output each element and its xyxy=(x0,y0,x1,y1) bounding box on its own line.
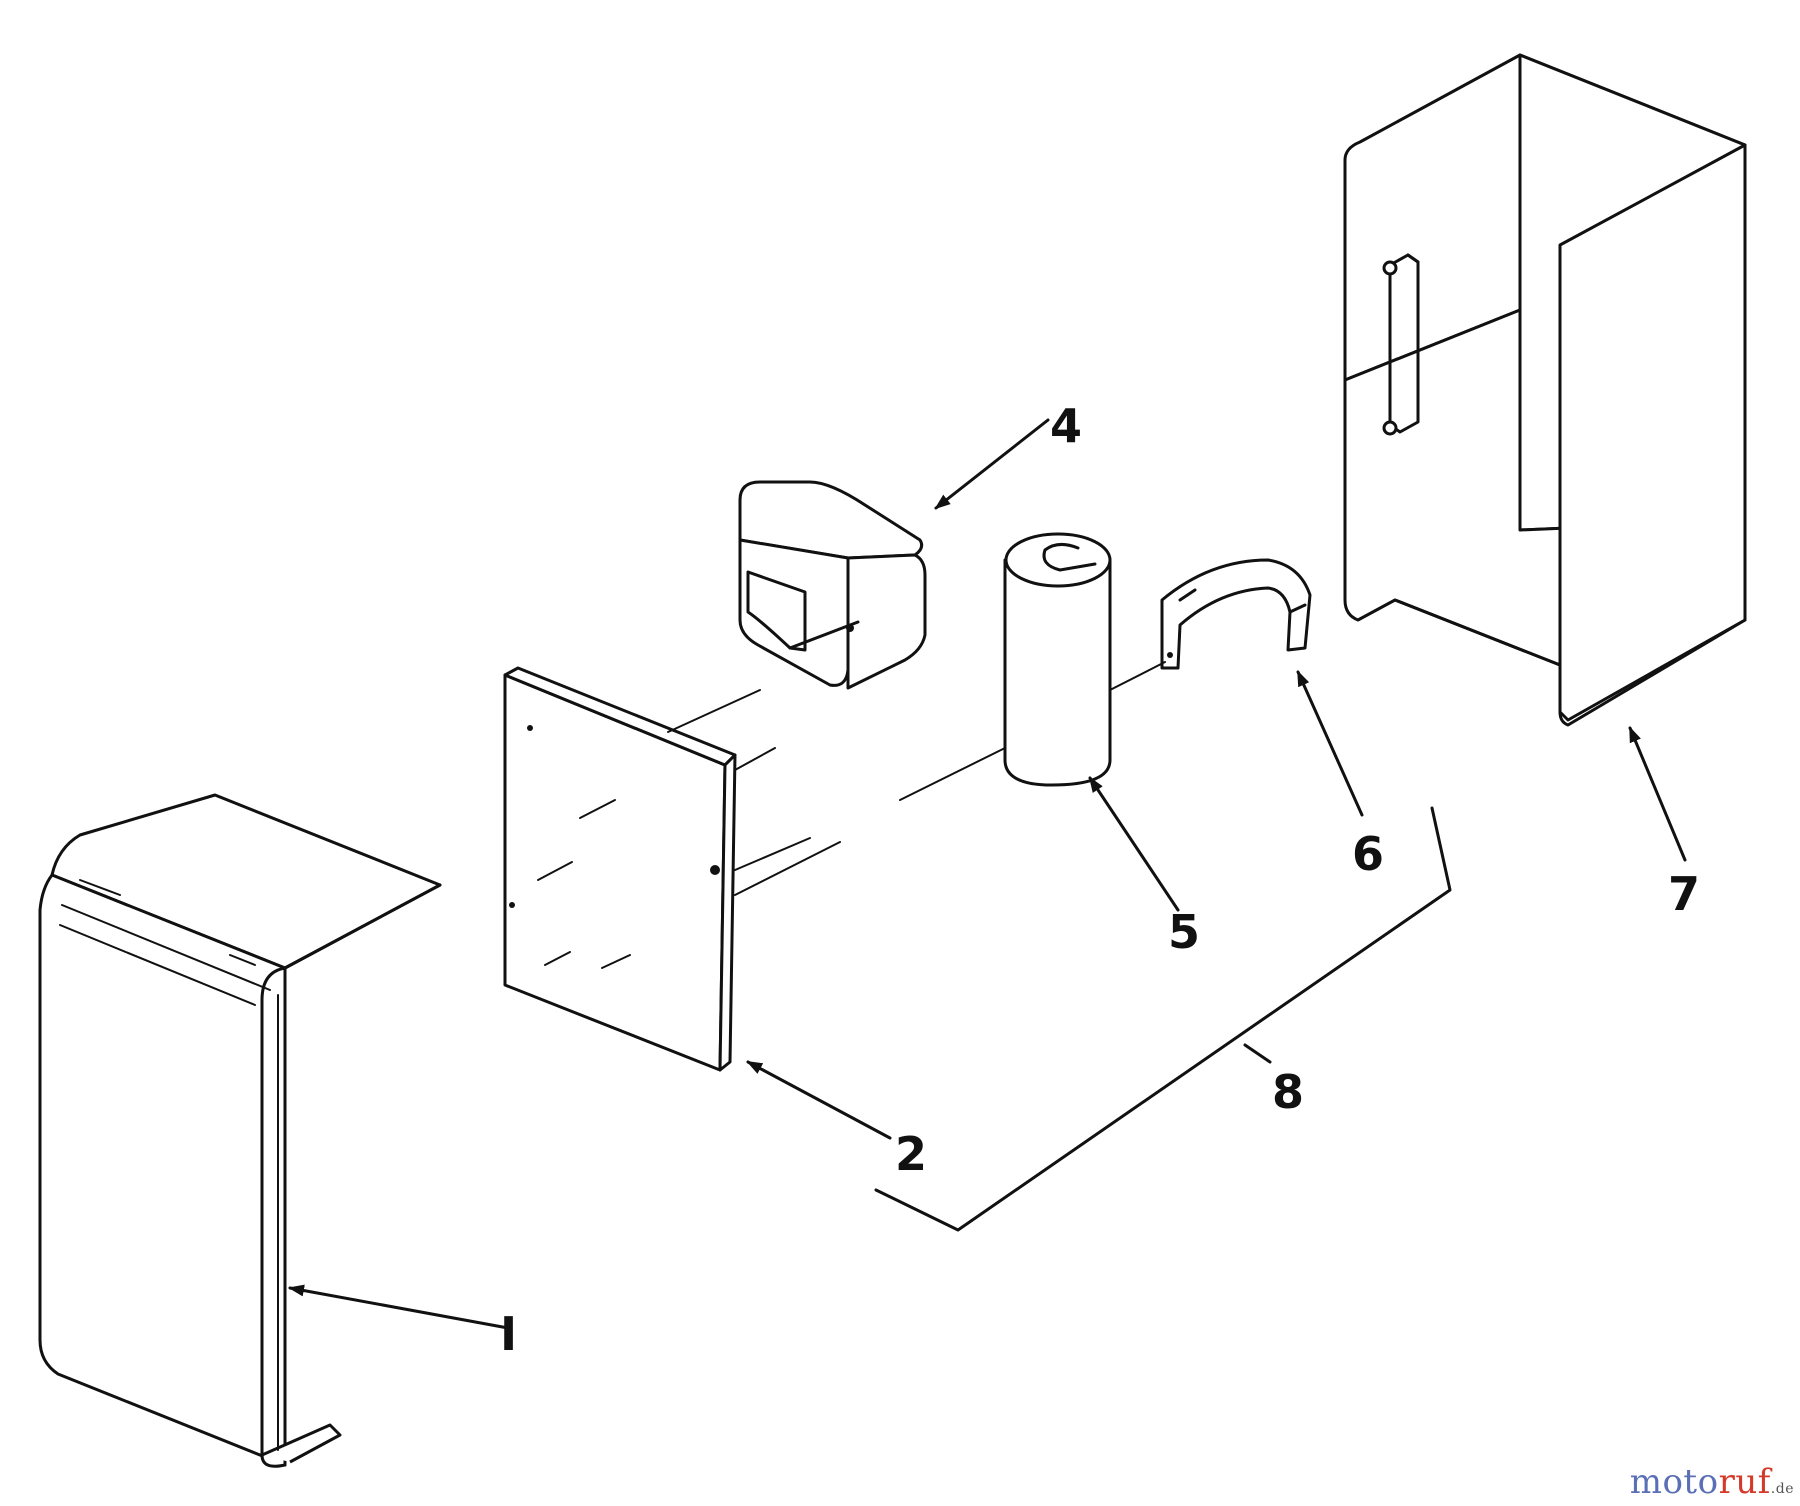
callout-4: 4 xyxy=(1050,399,1082,453)
part-4-box-component xyxy=(738,480,927,690)
watermark-part2: ruf xyxy=(1718,1462,1771,1502)
part-6-strap-bracket xyxy=(1160,558,1312,670)
part-5-cylinder xyxy=(1003,532,1112,787)
assembly-lines xyxy=(667,661,1166,896)
callout-8: 8 xyxy=(1272,1065,1304,1119)
callout-6: 6 xyxy=(1352,827,1384,881)
callout-7: 7 xyxy=(1668,867,1700,921)
leader-arrows xyxy=(288,418,1687,1330)
callout-1: I xyxy=(500,1307,517,1361)
watermark-part1: moto xyxy=(1629,1462,1719,1502)
part-8-kit-bracket xyxy=(874,806,1452,1232)
callout-2: 2 xyxy=(895,1127,927,1181)
part-7-rear-housing xyxy=(1343,53,1747,727)
watermark-logo: motoruf.de xyxy=(1630,1462,1794,1502)
callout-5: 5 xyxy=(1168,905,1200,959)
watermark-suffix: .de xyxy=(1770,1481,1794,1497)
part-1-front-cover xyxy=(38,793,442,1468)
part-2-mounting-plate xyxy=(503,666,737,1072)
